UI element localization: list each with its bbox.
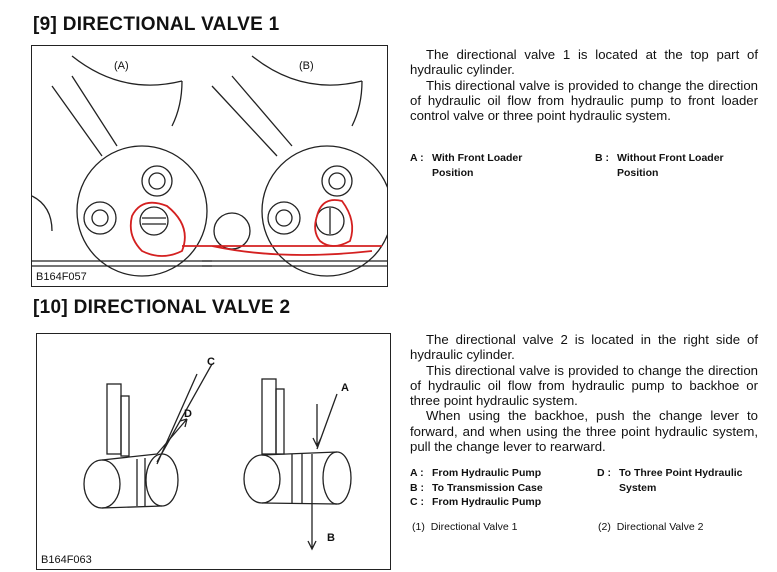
figure-label-a: A	[341, 382, 349, 394]
reference-2: (2) Directional Valve 2	[598, 521, 703, 533]
legend-key: C :	[410, 496, 424, 508]
ref-value: Directional Valve 2	[616, 521, 704, 533]
figure-label-a: (A)	[114, 60, 129, 72]
legend-value: Without Front Loader Position	[617, 152, 724, 179]
legend-item-c: C : From Hydraulic Pump	[410, 495, 590, 510]
legend-value: With Front Loader Position	[432, 152, 523, 179]
ref-key: (2)	[598, 521, 611, 533]
valve-2-illustration	[83, 363, 352, 551]
legend-key: B :	[410, 481, 424, 494]
legend-item-a: A : From Hydraulic Pump	[410, 466, 590, 481]
figure-id: B164F063	[41, 554, 92, 566]
paragraph: The directional valve 2 is located in th…	[410, 332, 758, 363]
figure-id: B164F057	[36, 271, 87, 283]
paragraph: This directional valve is provided to ch…	[410, 362, 758, 409]
legend-key: A :	[410, 467, 424, 479]
figure-label-d: D	[184, 408, 192, 420]
figure-label-b: B	[327, 532, 335, 544]
legend-item-b: B : Without Front Loader Position	[595, 151, 765, 180]
legend-key: D :	[597, 467, 611, 479]
section-10-description: The directional valve 2 is located in th…	[410, 332, 758, 454]
legend-value: To Three Point Hydraulic System	[619, 467, 743, 494]
paragraph: The directional valve 1 is located at th…	[410, 47, 758, 78]
figure-label-c: C	[207, 356, 215, 368]
legend-value: To Transmission Case	[432, 481, 543, 494]
section-10-title: [10] DIRECTIONAL VALVE 2	[33, 297, 291, 318]
legend-item-b: B : To Transmission Case	[410, 481, 590, 496]
valve-1-illustration	[32, 55, 387, 277]
section-9-description: The directional valve 1 is located at th…	[410, 47, 758, 123]
legend-key: B :	[595, 152, 609, 164]
ref-value: Directional Valve 1	[430, 521, 518, 533]
legend-item-d: D : To Three Point Hydraulic System	[597, 466, 767, 495]
paragraph: This directional valve is provided to ch…	[410, 77, 758, 124]
legend-value: From Hydraulic Pump	[432, 467, 542, 479]
ref-key: (1)	[412, 521, 425, 533]
figure-label-b: (B)	[299, 60, 314, 72]
legend-item-a: A : With Front Loader Position	[410, 151, 590, 180]
legend-value: From Hydraulic Pump	[432, 496, 542, 508]
figure-directional-valve-1: (A) (B) B164F057	[31, 45, 388, 287]
legend-key: A :	[410, 152, 424, 164]
section-9-title: [9] DIRECTIONAL VALVE 1	[33, 14, 280, 35]
reference-1: (1) Directional Valve 1	[412, 521, 517, 533]
legend-list-left: A : From Hydraulic Pump B : To Transmissio…	[410, 466, 590, 510]
figure-directional-valve-2: C D A B B164F063	[36, 333, 391, 570]
paragraph: When using the backhoe, push the change …	[410, 408, 758, 455]
